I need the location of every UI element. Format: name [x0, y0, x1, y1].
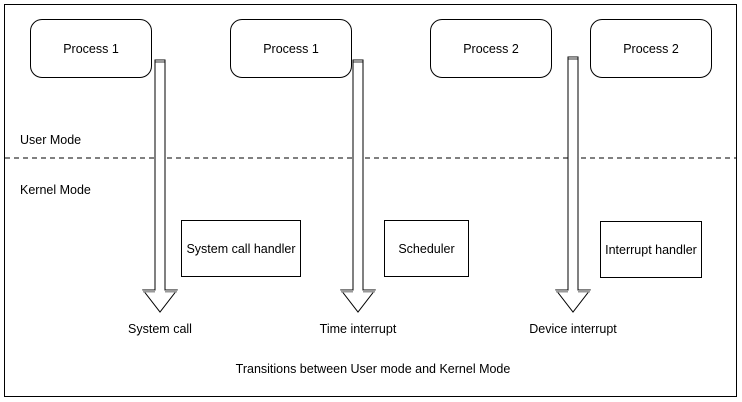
- process-box-2[interactable]: Process 1: [230, 19, 352, 78]
- process-box-3[interactable]: Process 2: [430, 19, 552, 78]
- handler-box-label: Interrupt handler: [605, 242, 697, 257]
- diagram-caption: Transitions between User mode and Kernel…: [235, 362, 511, 376]
- process-box-label: Process 1: [263, 41, 319, 56]
- user-mode-label: User Mode: [20, 133, 82, 147]
- scheduler-box[interactable]: Scheduler: [384, 220, 469, 277]
- process-box-4[interactable]: Process 2: [590, 19, 712, 78]
- process-box-1[interactable]: Process 1: [30, 19, 152, 78]
- handler-box-label: System call handler: [186, 241, 296, 256]
- arrow-label-time-interrupt: Time interrupt: [319, 322, 397, 336]
- process-box-label: Process 2: [463, 41, 519, 56]
- interrupt-handler-box[interactable]: Interrupt handler: [600, 221, 702, 278]
- arrow-label-device-interrupt: Device interrupt: [529, 322, 617, 336]
- diagram-outer-frame: [4, 4, 737, 397]
- process-box-label: Process 1: [63, 41, 119, 56]
- handler-box-label: Scheduler: [398, 241, 455, 256]
- process-box-label: Process 2: [623, 41, 679, 56]
- arrow-label-system-call: System call: [128, 322, 192, 336]
- system-call-handler-box[interactable]: System call handler: [181, 220, 301, 277]
- kernel-mode-label: Kernel Mode: [20, 183, 91, 197]
